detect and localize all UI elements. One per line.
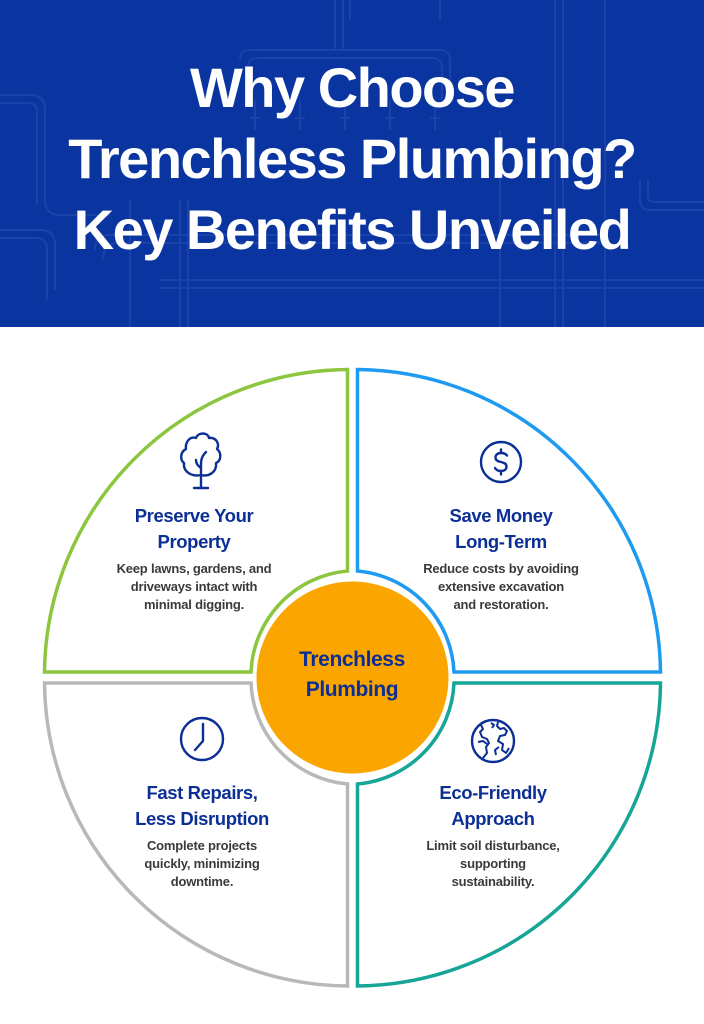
quadrant-description-line: Reduce costs by avoiding: [423, 561, 579, 576]
quadrant-description-line: Complete projects: [146, 838, 257, 853]
center-label-line-1: Trenchless: [299, 648, 405, 671]
quadrant-description-line: Limit soil disturbance,: [426, 838, 560, 853]
quadrant-title: Fast Repairs, Less Disruption: [92, 780, 312, 832]
dollar-circle-icon: [479, 440, 523, 484]
quadrant-description-line: downtime.: [170, 874, 234, 889]
quadrant-title: Save Money Long-Term: [391, 503, 611, 555]
quadrant-title-line: Long-Term: [455, 531, 547, 552]
quadrant-title: Eco-Friendly Approach: [383, 780, 603, 832]
title-line-3: Key Benefits Unveiled: [73, 198, 632, 261]
quadrant-description: Keep lawns, gardens, and driveways intac…: [84, 560, 304, 614]
quadrant-bottom-right-border: [355, 681, 663, 988]
quadrant-title-line: Property: [157, 531, 231, 552]
quadrant-description: Reduce costs by avoiding extensive excav…: [391, 560, 611, 614]
tree-icon: [180, 432, 222, 490]
quadrant-top-right-border: [355, 367, 663, 674]
quadrant-title-line: Eco-Friendly: [439, 782, 547, 803]
quadrant-top-left-border: [42, 367, 350, 674]
title-line-2: Trenchless Plumbing?: [68, 127, 637, 190]
globe-icon: [470, 718, 516, 764]
center-circle: [256, 581, 449, 774]
title-line-1: Why Choose: [189, 56, 516, 119]
page-title: Why Choose Trenchless Plumbing? Key Bene…: [0, 52, 704, 265]
quadrant-title-line: Less Disruption: [135, 808, 269, 829]
pipe-background-decoration: [0, 0, 704, 327]
quadrant-description-line: extensive excavation: [437, 579, 565, 594]
quadrant-description: Complete projects quickly, minimizing do…: [92, 837, 312, 891]
center-label: Trenchless Plumbing: [262, 645, 442, 705]
quadrant-top-left-text: Preserve Your Property Keep lawns, garde…: [84, 503, 304, 614]
quadrant-title-line: Approach: [451, 808, 535, 829]
quadrant-description-line: supporting: [460, 856, 526, 871]
quadrant-bottom-left-text: Fast Repairs, Less Disruption Complete p…: [92, 780, 312, 891]
quadrant-description-line: driveways intact with: [130, 579, 258, 594]
quadrant-title-line: Preserve Your: [134, 505, 254, 526]
quadrant-bottom-right-text: Eco-Friendly Approach Limit soil disturb…: [383, 780, 603, 891]
quadrant-top-right-text: Save Money Long-Term Reduce costs by avo…: [391, 503, 611, 614]
quadrant-title-line: Fast Repairs,: [146, 782, 258, 803]
clock-icon: [179, 716, 225, 762]
quadrant-bottom-left-border: [42, 681, 350, 988]
quadrant-description-line: Keep lawns, gardens, and: [116, 561, 272, 576]
quadrant-description-line: sustainability.: [451, 874, 535, 889]
quadrant-title-line: Save Money: [449, 505, 553, 526]
quadrant-description-line: quickly, minimizing: [144, 856, 260, 871]
quadrant-description: Limit soil disturbance, supporting susta…: [383, 837, 603, 891]
quadrant-title: Preserve Your Property: [84, 503, 304, 555]
center-label-line-2: Plumbing: [305, 678, 399, 701]
quadrant-description-line: and restoration.: [453, 597, 549, 612]
quadrant-description-line: minimal digging.: [143, 597, 245, 612]
header-banner: Why Choose Trenchless Plumbing? Key Bene…: [0, 0, 704, 327]
